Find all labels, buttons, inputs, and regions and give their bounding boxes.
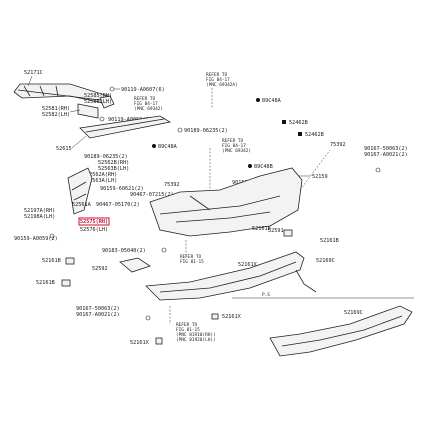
side-bracket-part[interactable]	[119, 257, 151, 273]
label-52582: 52582(LH)	[42, 112, 70, 118]
label-52562a: 52562A(RH)	[86, 172, 117, 178]
label-90167-c: 90167-50063(2)	[364, 146, 408, 152]
label-52161b-1: 52161B	[42, 258, 61, 264]
label-89c48a-1: 89C48A	[158, 144, 178, 150]
label-52585: 52585(RH)	[84, 93, 112, 99]
label-52161x-2: 52161X	[238, 262, 258, 268]
label-90119a0059: 90119-A0059(2)	[108, 117, 152, 123]
label-52562b: 52562B(RH)	[98, 160, 129, 166]
label-52592: 52592	[92, 266, 108, 272]
refer-note-pnc: (PNC 69342A)	[206, 82, 238, 88]
label-52198a: 52198A(LH)	[24, 214, 55, 220]
label-90159-1: 90159-60621(2)	[100, 186, 144, 192]
label-52161b-2: 52161B	[36, 280, 55, 286]
clip-icon	[298, 132, 302, 136]
label-52171c: 52171C	[24, 70, 43, 76]
refer-note: REFER TO	[222, 138, 244, 144]
refer-note-pnc: (PNC 81920(LH))	[176, 337, 216, 343]
refer-note-fig: FIG 81-15	[180, 259, 204, 265]
clip-part[interactable]	[283, 229, 293, 237]
clip-part[interactable]	[61, 279, 71, 287]
label-52563a: 52563A(LH)	[86, 178, 117, 184]
label-90467-1: 90467-07215(2)	[130, 192, 174, 198]
bumper-cover-part[interactable]	[149, 167, 303, 237]
highlight-box	[78, 217, 110, 226]
clip-part[interactable]	[65, 257, 75, 265]
label-75392-2: 75392	[164, 182, 180, 188]
label-52586: 52586(LH)	[84, 99, 112, 105]
refer-note: REFER TO	[206, 72, 228, 78]
refer-note-pnc: (PNC 69342)	[222, 148, 251, 154]
label-90167-b: 90167-A0021(2)	[76, 312, 120, 318]
clip-part[interactable]	[155, 337, 163, 345]
bolt-icon	[145, 315, 151, 321]
bolt-icon	[49, 233, 55, 239]
label-52576: 52576(LH)	[80, 227, 108, 233]
label-52581: 52581(RH)	[42, 106, 70, 112]
label-52462b-2: 52462B	[305, 132, 324, 138]
label-90189: 90189-06235(2)	[84, 154, 128, 160]
bracket-part[interactable]	[99, 95, 115, 109]
label-89c48a-2: 89C48A	[262, 98, 282, 104]
side-retainer-part[interactable]	[67, 167, 93, 215]
bumper-bracket-part[interactable]	[295, 269, 317, 293]
label-52591: 52591	[268, 228, 284, 234]
label-52197a: 52197A(RH)	[24, 208, 55, 214]
clip-icon	[248, 164, 252, 168]
label-52169c-2: 52169C	[344, 310, 363, 316]
refer-note: REFER TO	[134, 96, 156, 102]
refer-note: REFER TO	[180, 254, 202, 260]
label-90183: 90183-05040(2)	[102, 248, 146, 254]
clip-icon	[282, 120, 286, 124]
label-90159a0059: 90159-A0059(2)	[14, 236, 58, 242]
label-52169c: 52169C	[316, 258, 335, 264]
label-52161b-3: 52161B	[320, 238, 339, 244]
label-90167-a: 90167-50063(2)	[76, 306, 120, 312]
absorber-part[interactable]	[77, 103, 99, 119]
lower-valance-part[interactable]	[145, 251, 305, 301]
clip-part[interactable]	[211, 313, 219, 320]
label-52161b-4: 52161B	[252, 226, 271, 232]
label-52563b: 52563B(LH)	[98, 166, 129, 172]
clip-icon	[256, 98, 260, 102]
label-52561a: 52561A	[72, 202, 92, 208]
refer-note-pnc: (PNC 69342)	[134, 106, 163, 112]
label-89c48b: 89C48B	[254, 164, 273, 170]
bolt-icon	[161, 247, 167, 253]
label-ps: P.S	[262, 292, 270, 298]
label-52159: 52159	[312, 174, 328, 180]
bolt-icon	[177, 127, 183, 133]
label-52161x-1: 52161X	[130, 340, 150, 346]
bolt-icon	[109, 86, 115, 92]
refer-note-fig: FIG 84-17	[222, 143, 246, 149]
label-52462b: 52462B	[289, 120, 308, 126]
label-90467-2: 90467-05170(2)	[96, 202, 140, 208]
bumper-reinforcement-part[interactable]	[79, 115, 172, 139]
refer-note: REFER TO	[176, 322, 198, 328]
label-52161x-3: 52161X	[222, 314, 242, 320]
bolt-icon	[99, 116, 105, 122]
label-52615: 52615	[56, 146, 72, 152]
label-75392: 75392	[330, 142, 346, 148]
refer-note-fig: FIG 81-15	[176, 327, 200, 333]
refer-note-pnc: (PNC 81910(RH))	[176, 332, 216, 338]
clip-icon	[152, 144, 156, 148]
label-90167-d: 90167-A0021(2)	[364, 152, 408, 158]
label-90119a0607: 90119-A0607(6)	[121, 87, 165, 93]
inset-valance-part[interactable]	[269, 305, 413, 357]
refer-note-fig: FIG 84-17	[206, 77, 230, 83]
bolt-icon	[375, 167, 381, 173]
label-52575[interactable]: 52575(RH)	[80, 219, 108, 225]
label-90189-2: 90189-06235(2)	[184, 128, 228, 134]
refer-note-fig: FIG 84-17	[134, 101, 158, 107]
